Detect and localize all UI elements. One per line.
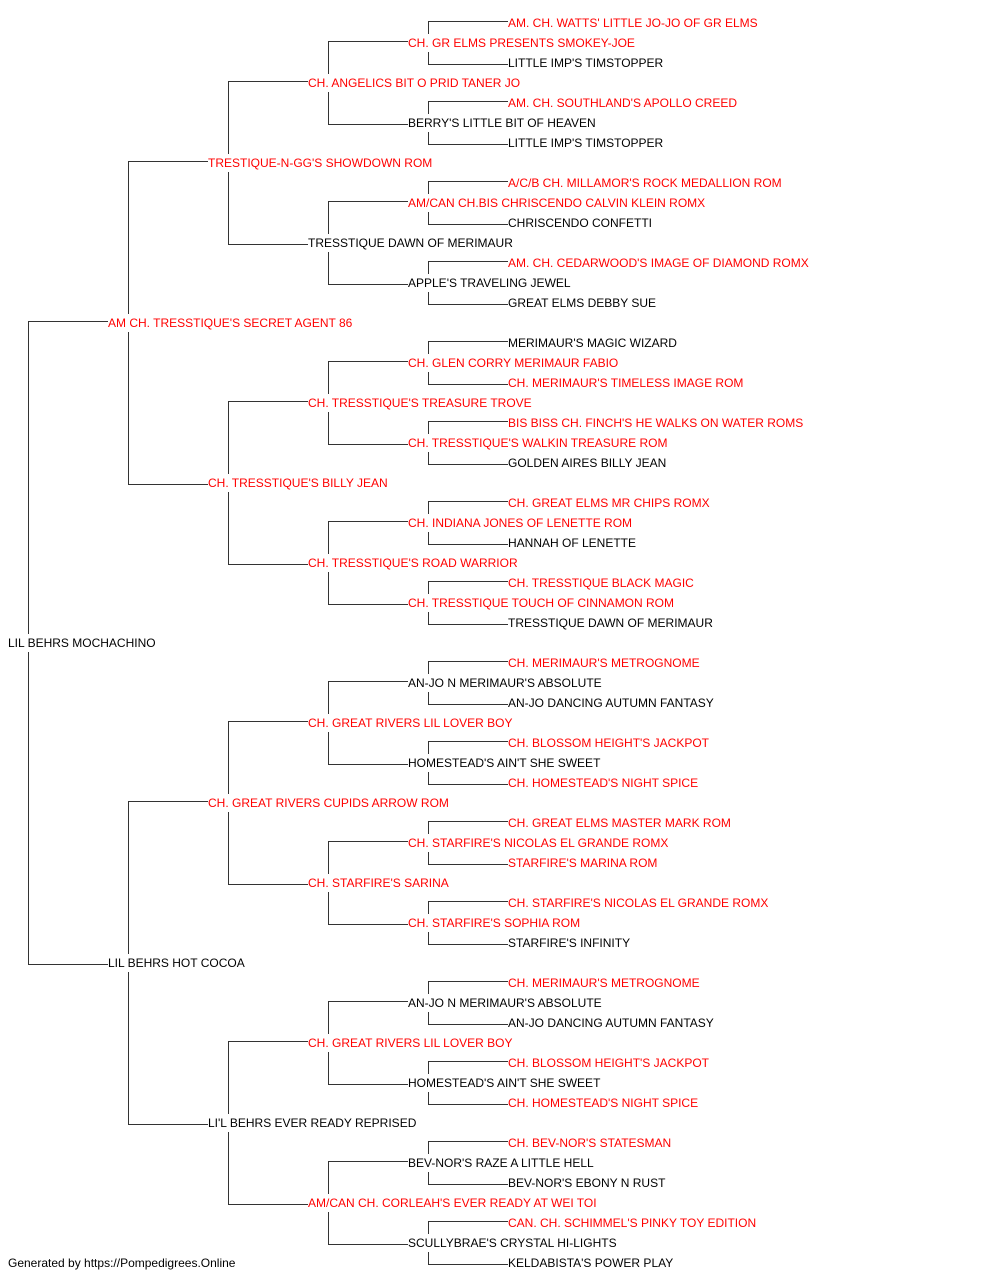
ancestor-name: CH. TRESSTIQUE'S BILLY JEAN: [208, 476, 388, 490]
ancestor-name: APPLE'S TRAVELING JEWEL: [408, 276, 571, 290]
ancestor-name: CH. INDIANA JONES OF LENETTE ROM: [408, 516, 632, 530]
ancestor-name: GOLDEN AIRES BILLY JEAN: [508, 456, 666, 470]
ancestor-name: BIS BISS CH. FINCH'S HE WALKS ON WATER R…: [508, 416, 803, 430]
ancestor-name: CH. MERIMAUR'S METROGNOME: [508, 656, 700, 670]
ancestor-name: AM CH. TRESSTIQUE'S SECRET AGENT 86: [108, 316, 353, 330]
ancestor-name: CH. GREAT ELMS MASTER MARK ROM: [508, 816, 731, 830]
ancestor-name: AN-JO DANCING AUTUMN FANTASY: [508, 696, 714, 710]
ancestor-name: CH. HOMESTEAD'S NIGHT SPICE: [508, 1096, 698, 1110]
ancestor-name: CH. TRESSTIQUE TOUCH OF CINNAMON ROM: [408, 596, 674, 610]
ancestor-name: CH. TRESSTIQUE'S WALKIN TREASURE ROM: [408, 436, 667, 450]
ancestor-name: CH. BLOSSOM HEIGHT'S JACKPOT: [508, 1056, 710, 1070]
ancestor-name: HOMESTEAD'S AIN'T SHE SWEET: [408, 756, 601, 770]
ancestor-name: AN-JO N MERIMAUR'S ABSOLUTE: [408, 996, 602, 1010]
ancestor-name: CH. BEV-NOR'S STATESMAN: [508, 1136, 671, 1150]
ancestor-name: BEV-NOR'S RAZE A LITTLE HELL: [408, 1156, 594, 1170]
ancestor-name: CH. MERIMAUR'S TIMELESS IMAGE ROM: [508, 376, 743, 390]
ancestor-name: CH. ANGELICS BIT O PRID TANER JO: [308, 76, 520, 90]
ancestor-name: LITTLE IMP'S TIMSTOPPER: [508, 136, 664, 150]
ancestor-name: AN-JO N MERIMAUR'S ABSOLUTE: [408, 676, 602, 690]
ancestor-name: CH. GR ELMS PRESENTS SMOKEY-JOE: [408, 36, 635, 50]
ancestor-name: CH. TRESSTIQUE'S TREASURE TROVE: [308, 396, 532, 410]
ancestor-name: CH. STARFIRE'S SOPHIA ROM: [408, 916, 580, 930]
ancestor-name: MERIMAUR'S MAGIC WIZARD: [508, 336, 677, 350]
ancestor-name: CH. BLOSSOM HEIGHT'S JACKPOT: [508, 736, 710, 750]
ancestor-name: TRESSTIQUE DAWN OF MERIMAUR: [508, 616, 713, 630]
ancestor-name: BERRY'S LITTLE BIT OF HEAVEN: [408, 116, 596, 130]
ancestor-name: STARFIRE'S MARINA ROM: [508, 856, 657, 870]
subject-dog-name: LIL BEHRS MOCHACHINO: [8, 636, 156, 650]
ancestor-name: AM. CH. CEDARWOOD'S IMAGE OF DIAMOND ROM…: [508, 256, 809, 270]
ancestor-name: CH. STARFIRE'S NICOLAS EL GRANDE ROMX: [508, 896, 768, 910]
ancestor-name: LITTLE IMP'S TIMSTOPPER: [508, 56, 664, 70]
ancestor-name: HOMESTEAD'S AIN'T SHE SWEET: [408, 1076, 601, 1090]
ancestor-name: AN-JO DANCING AUTUMN FANTASY: [508, 1016, 714, 1030]
ancestor-name: CH. GREAT RIVERS CUPIDS ARROW ROM: [208, 796, 449, 810]
ancestor-name: AM/CAN CH. CORLEAH'S EVER READY AT WEI T…: [308, 1196, 597, 1210]
ancestor-name: LI'L BEHRS EVER READY REPRISED: [208, 1116, 417, 1130]
ancestor-name: CH. TRESSTIQUE BLACK MAGIC: [508, 576, 694, 590]
ancestor-name: CH. GREAT RIVERS LIL LOVER BOY: [308, 1036, 513, 1050]
footer-credit: Generated by https://Pompedigrees.Online: [8, 1256, 236, 1270]
ancestor-name: TRESTIQUE-N-GG'S SHOWDOWN ROM: [208, 156, 432, 170]
ancestor-name: CH. GREAT ELMS MR CHIPS ROMX: [508, 496, 710, 510]
ancestor-name: CH. MERIMAUR'S METROGNOME: [508, 976, 700, 990]
ancestor-name: TRESSTIQUE DAWN OF MERIMAUR: [308, 236, 513, 250]
ancestor-name: BEV-NOR'S EBONY N RUST: [508, 1176, 666, 1190]
ancestor-name: GREAT ELMS DEBBY SUE: [508, 296, 656, 310]
ancestor-name: CH. STARFIRE'S NICOLAS EL GRANDE ROMX: [408, 836, 668, 850]
ancestor-name: LIL BEHRS HOT COCOA: [108, 956, 245, 970]
ancestor-name: CH. TRESSTIQUE'S ROAD WARRIOR: [308, 556, 518, 570]
ancestor-name: AM. CH. WATTS' LITTLE JO-JO OF GR ELMS: [508, 16, 758, 30]
ancestor-name: AM. CH. SOUTHLAND'S APOLLO CREED: [508, 96, 737, 110]
ancestor-name: A/C/B CH. MILLAMOR'S ROCK MEDALLION ROM: [508, 176, 782, 190]
ancestor-name: STARFIRE'S INFINITY: [508, 936, 630, 950]
ancestor-name: CH. HOMESTEAD'S NIGHT SPICE: [508, 776, 698, 790]
ancestor-name: CAN. CH. SCHIMMEL'S PINKY TOY EDITION: [508, 1216, 756, 1230]
ancestor-name: KELDABISTA'S POWER PLAY: [508, 1256, 673, 1270]
ancestor-name: SCULLYBRAE'S CRYSTAL HI-LIGHTS: [408, 1236, 617, 1250]
ancestor-name: CH. STARFIRE'S SARINA: [308, 876, 449, 890]
ancestor-name: HANNAH OF LENETTE: [508, 536, 636, 550]
ancestor-name: CH. GLEN CORRY MERIMAUR FABIO: [408, 356, 618, 370]
ancestor-name: AM/CAN CH.BIS CHRISCENDO CALVIN KLEIN RO…: [408, 196, 705, 210]
ancestor-name: CH. GREAT RIVERS LIL LOVER BOY: [308, 716, 513, 730]
ancestor-name: CHRISCENDO CONFETTI: [508, 216, 652, 230]
